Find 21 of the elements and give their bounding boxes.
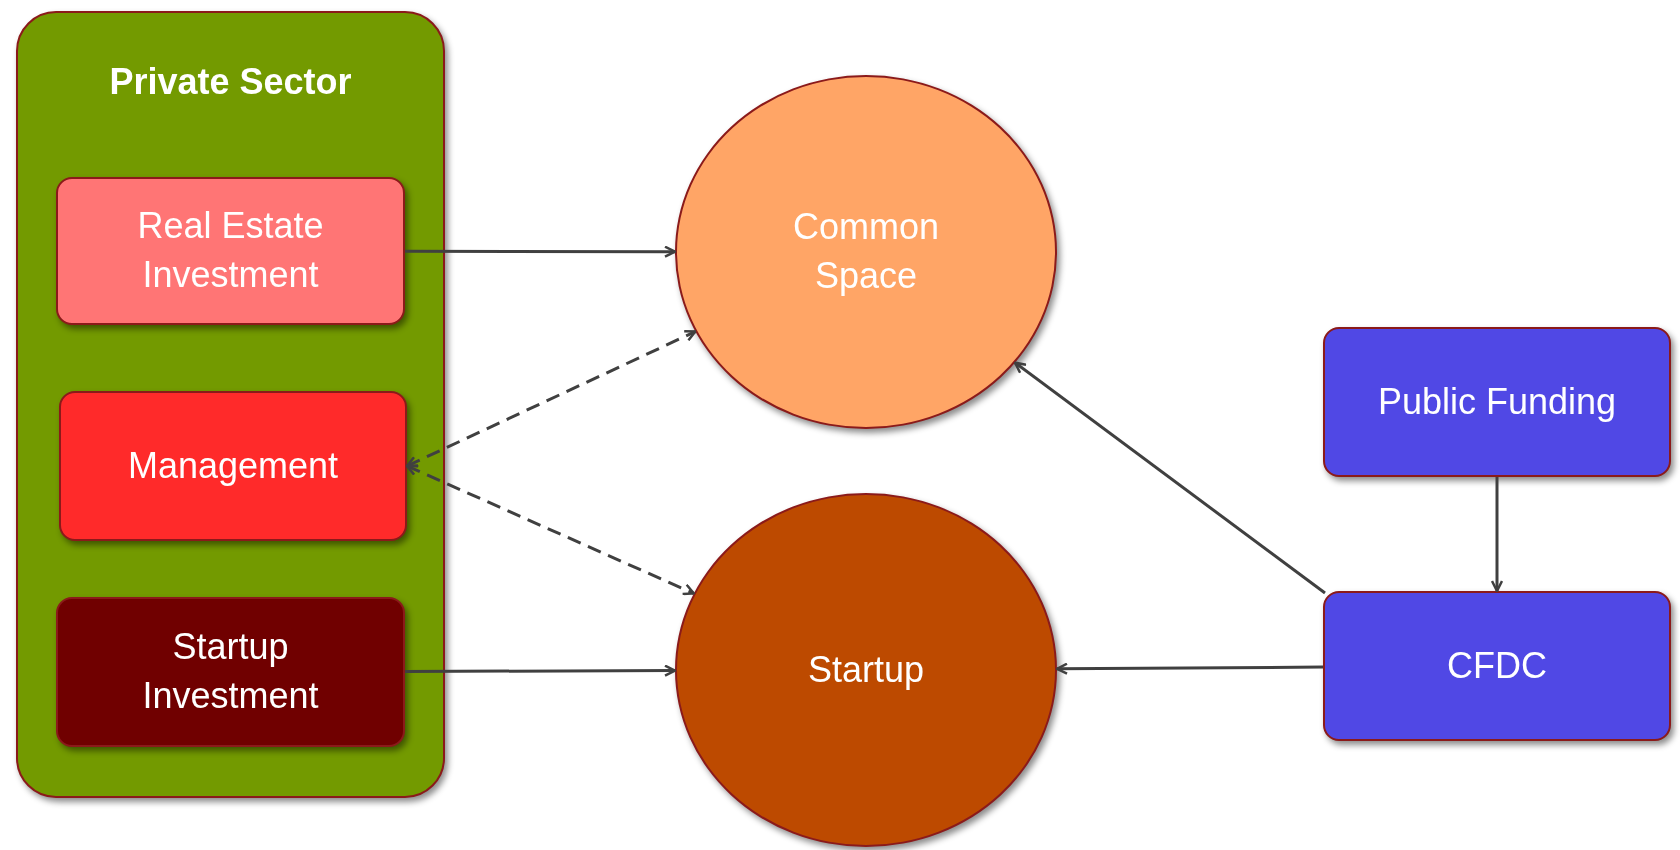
arrow — [405, 245, 677, 258]
process-box — [1323, 591, 1671, 741]
process-box — [56, 177, 405, 325]
process-box — [1323, 327, 1671, 477]
group-heading: Private Sector — [109, 61, 352, 102]
arrow — [405, 464, 696, 596]
node-label: Startup — [806, 647, 926, 692]
process-box — [59, 391, 407, 541]
arrow — [405, 330, 697, 468]
process-box — [56, 597, 405, 747]
node-label: Common Space — [791, 205, 940, 298]
node-label: Startup Investment — [141, 625, 320, 718]
arrow — [1013, 361, 1326, 595]
arrow — [1055, 662, 1323, 675]
node-label: CFDC — [1446, 643, 1548, 688]
group-panel — [16, 11, 445, 798]
node-label: Management — [126, 443, 340, 488]
arrow — [405, 664, 677, 677]
node-label: Public Funding — [1376, 379, 1618, 424]
node-label: Real Estate Investment — [136, 204, 325, 297]
arrow — [1490, 477, 1504, 593]
